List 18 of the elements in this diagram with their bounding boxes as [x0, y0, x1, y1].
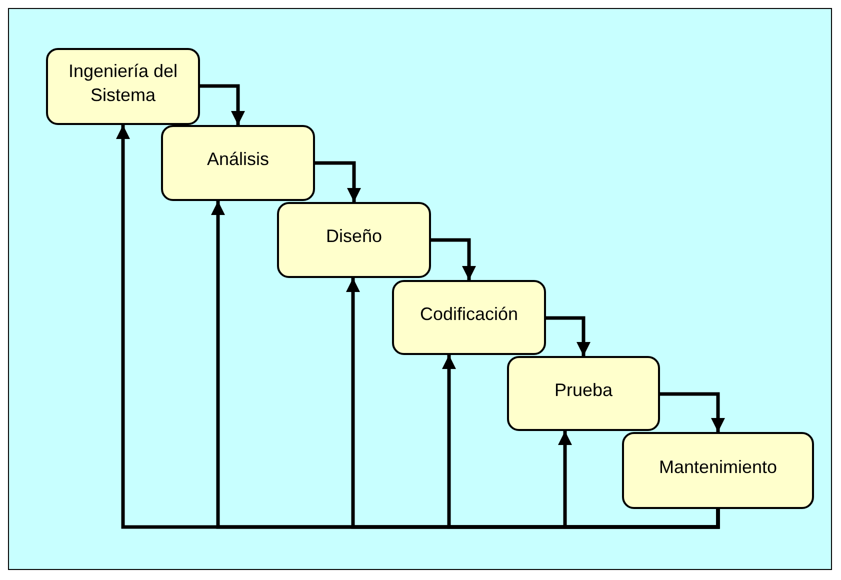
- arrow: [558, 431, 720, 529]
- process-box: [277, 202, 431, 278]
- box-label: Mantenimiento: [658, 456, 778, 478]
- box-label: Codificación: [420, 302, 518, 326]
- arrow: [431, 238, 476, 280]
- arrow: [546, 316, 590, 356]
- process-box: [507, 356, 660, 431]
- arrow: [315, 161, 361, 202]
- box-label: Análisis: [206, 148, 270, 171]
- process-box: [622, 432, 814, 509]
- box-label: Ingeniería del Sistema: [67, 60, 179, 106]
- process-box: [161, 125, 315, 201]
- box-label: Diseño: [326, 225, 382, 248]
- box-label: Prueba: [554, 378, 613, 402]
- arrow: [660, 392, 725, 432]
- process-box: [46, 48, 200, 125]
- process-box: [392, 280, 546, 355]
- arrow: [200, 84, 245, 125]
